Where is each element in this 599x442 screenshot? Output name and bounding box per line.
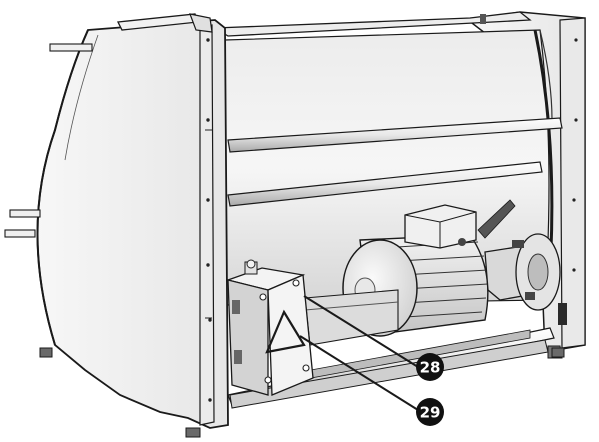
gearbox xyxy=(484,233,561,311)
foot-left-front xyxy=(185,427,201,438)
control-box xyxy=(225,259,314,396)
callout-29: 29 xyxy=(416,398,444,426)
leader-line-28 xyxy=(303,295,419,368)
rod-middle xyxy=(227,161,543,207)
left-side-panel xyxy=(36,19,229,429)
callout-28: 28 xyxy=(416,353,444,381)
rod-upper xyxy=(227,117,563,153)
foot-left-back xyxy=(39,347,53,358)
top-handle xyxy=(116,13,213,33)
leader-line-29 xyxy=(299,335,419,411)
foot-right xyxy=(551,347,565,358)
callout-28-label: 28 xyxy=(420,359,441,377)
belt xyxy=(477,199,516,239)
terminal-box xyxy=(404,204,477,249)
shaft-housing xyxy=(304,289,399,346)
callout-29-label: 29 xyxy=(420,404,441,422)
triangle-icon xyxy=(265,309,306,354)
side-rods xyxy=(4,43,93,238)
